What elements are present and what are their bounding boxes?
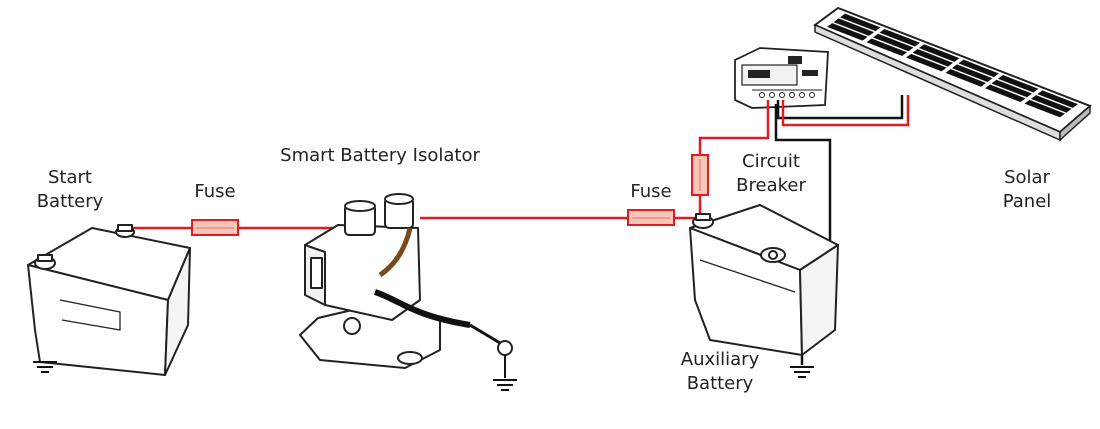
solar-cell xyxy=(912,49,954,67)
solar-panel-label-line2: Panel xyxy=(1002,191,1052,212)
solar-panel-label-line1: Solar xyxy=(1004,167,1050,188)
auxiliary-battery-label-line1: Auxiliary xyxy=(680,349,760,370)
fuse-right-symbol xyxy=(627,209,675,226)
ground-icon xyxy=(493,379,517,391)
solar-cell xyxy=(839,13,881,32)
auxiliary-battery-label-line2: Battery xyxy=(686,373,754,394)
solar-panel xyxy=(813,6,1092,142)
solar-cell xyxy=(918,44,960,62)
solar-cell xyxy=(991,79,1032,98)
solar-cell xyxy=(1030,95,1072,113)
solar-cell xyxy=(1024,99,1066,118)
solar-cell xyxy=(879,28,920,47)
fuse-right-label: Fuse xyxy=(630,181,672,202)
charge-controller xyxy=(734,47,829,109)
solar-cell xyxy=(1037,90,1078,108)
start-battery-label-line2: Battery xyxy=(36,191,104,212)
smart-battery-isolator xyxy=(299,193,513,378)
solar-cell xyxy=(906,53,947,72)
circuit-breaker-symbol xyxy=(691,154,709,196)
solar-cell xyxy=(945,69,987,87)
circuit-breaker-label: Circuit Breaker xyxy=(716,150,826,198)
solar-cell xyxy=(951,64,993,82)
solar-panel-label: Solar Panel xyxy=(982,166,1072,214)
isolator-label: Smart Battery Isolator xyxy=(280,145,480,166)
start-battery-label-line1: Start xyxy=(48,167,92,188)
ground-icon xyxy=(790,366,814,378)
solar-cell xyxy=(833,18,875,36)
solar-cell xyxy=(958,59,999,78)
circuit-breaker-label-line2: Breaker xyxy=(736,175,806,196)
start-battery-label: Start Battery xyxy=(25,166,115,214)
circuit-breaker-label-line1: Circuit xyxy=(742,151,800,172)
solar-cell xyxy=(985,84,1026,103)
auxiliary-battery xyxy=(689,204,839,356)
solar-cell xyxy=(827,23,868,41)
start-battery xyxy=(27,224,191,376)
solar-cell xyxy=(873,33,914,52)
solar-cell xyxy=(866,38,908,56)
ground-icon xyxy=(33,361,57,373)
fuse-left-label: Fuse xyxy=(194,181,236,202)
solar-cell xyxy=(997,75,1039,93)
fuse-left-symbol xyxy=(191,219,239,236)
auxiliary-battery-label: Auxiliary Battery xyxy=(665,348,775,396)
